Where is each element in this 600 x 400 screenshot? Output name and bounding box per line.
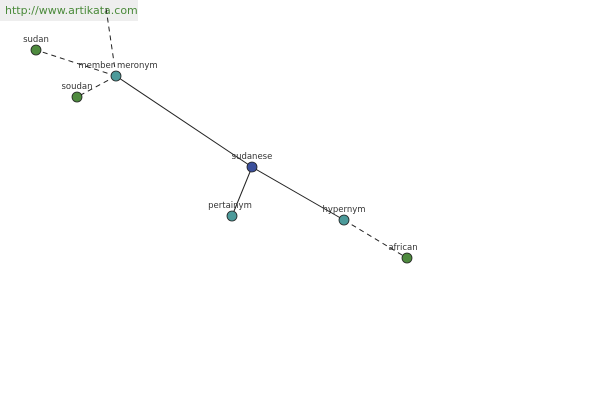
node-hypernym-dot <box>338 214 350 226</box>
node-soudan[interactable]: soudan <box>61 82 93 103</box>
node-member-meronym[interactable]: member meronym <box>78 61 158 82</box>
edge-sudanese-member-meronym <box>115 75 253 168</box>
edge-sudanese-pertainym <box>231 166 253 217</box>
watermark-url-banner: http://www.artikata.com <box>0 0 138 21</box>
node-soudan-dot <box>71 91 83 103</box>
node-sudan-dot <box>30 44 42 56</box>
node-african-dot <box>401 252 413 264</box>
node-hypernym[interactable]: hypernym <box>322 205 366 226</box>
edge-member-meronym-offscreen <box>105 7 117 77</box>
node-sudan-label: sudan <box>23 35 49 45</box>
edge-member-meronym-soudan <box>76 75 117 98</box>
edge-hypernym-african <box>343 219 408 259</box>
node-pertainym-dot <box>226 210 238 222</box>
node-member-meronym-dot <box>110 70 122 82</box>
node-sudanese[interactable]: sudanese <box>232 152 273 173</box>
node-hypernym-label: hypernym <box>322 205 365 215</box>
node-sudan[interactable]: sudan <box>23 35 49 56</box>
node-pertainym[interactable]: pertainym <box>208 201 252 222</box>
watermark-url-text: http://www.artikata.com <box>5 4 138 17</box>
node-soudan-label: soudan <box>61 82 92 92</box>
node-pertainym-label: pertainym <box>208 201 252 211</box>
node-african-label: african <box>388 243 417 253</box>
node-member-meronym-label: member meronym <box>78 61 157 71</box>
node-sudanese-dot <box>246 161 258 173</box>
node-sudanese-label: sudanese <box>232 152 273 162</box>
node-african[interactable]: african <box>388 243 418 264</box>
edge-sudanese-hypernym <box>251 166 345 221</box>
